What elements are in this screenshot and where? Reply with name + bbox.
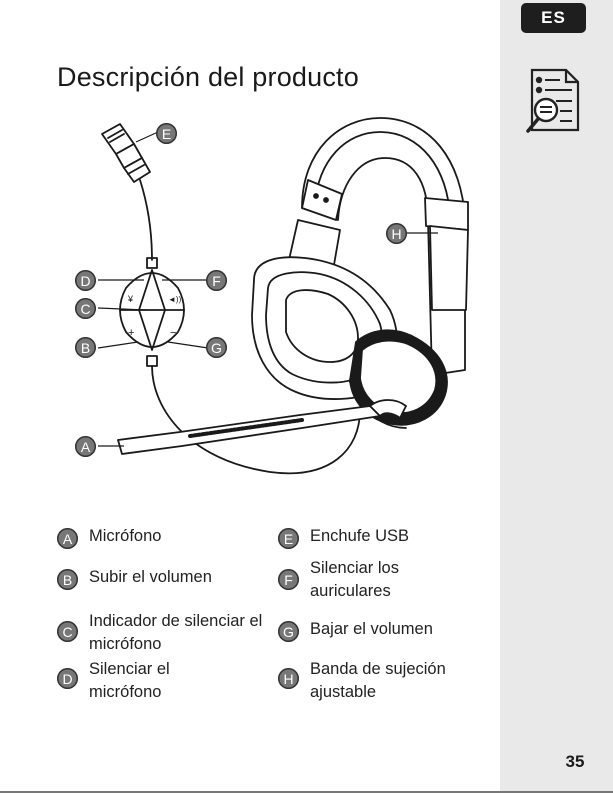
callout-b: B — [75, 337, 96, 358]
inline-control: ¥ ◄)) + − — [120, 258, 184, 366]
legend-badge-g: G — [278, 621, 299, 642]
legend-badge-b: B — [57, 569, 78, 590]
mic-boom — [118, 406, 380, 454]
svg-text:+: + — [128, 327, 134, 339]
callout-c: C — [75, 298, 96, 319]
callout-f: F — [206, 270, 227, 291]
svg-text:−: − — [170, 327, 176, 339]
page-number: 35 — [550, 752, 600, 772]
legend-text-e: Enchufe USB — [310, 525, 490, 548]
svg-text:◄)): ◄)) — [168, 295, 182, 304]
legend-text-g: Bajar el volumen — [310, 618, 490, 641]
language-badge: ES — [521, 3, 586, 33]
document-search-icon — [526, 68, 584, 138]
usb-plug — [102, 124, 150, 182]
legend-text-f: Silenciar los auriculares — [310, 557, 420, 603]
legend-badge-f: F — [278, 569, 299, 590]
legend-badge-a: A — [57, 528, 78, 549]
legend-text-d: Silenciar el micrófono — [89, 658, 209, 704]
callout-g: G — [206, 337, 227, 358]
legend-badge-d: D — [57, 668, 78, 689]
legend-text-b: Subir el volumen — [89, 566, 269, 589]
page-title: Descripción del producto — [57, 62, 359, 93]
legend-text-h: Banda de sujeción ajustable — [310, 658, 470, 704]
callout-a: A — [75, 436, 96, 457]
legend-text-c: Indicador de silenciar el micrófono — [89, 610, 264, 656]
svg-text:¥: ¥ — [127, 294, 134, 304]
legend-text-a: Micrófono — [89, 525, 269, 548]
headset-illustration: ¥ ◄)) + − — [40, 110, 500, 500]
legend-badge-h: H — [278, 668, 299, 689]
legend-badge-e: E — [278, 528, 299, 549]
callout-h: H — [386, 223, 407, 244]
callout-e: E — [156, 123, 177, 144]
legend-badge-c: C — [57, 621, 78, 642]
callout-d: D — [75, 270, 96, 291]
